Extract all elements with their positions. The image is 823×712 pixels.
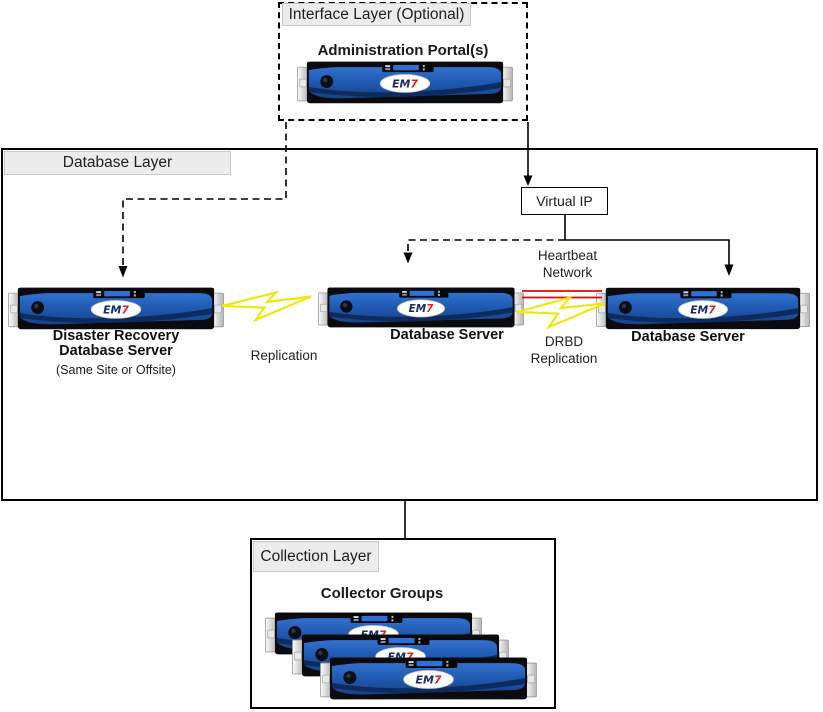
virtual-ip-label: Virtual IP: [536, 193, 593, 209]
collection-layer-label-text: Collection Layer: [260, 547, 372, 565]
dr-server-name-line1: Disaster Recovery: [52, 328, 180, 344]
heartbeat-network-label: Heartbeat Network: [515, 247, 620, 281]
database-layer-label: Database Layer: [4, 151, 231, 175]
collector-appliance-3: [320, 657, 537, 700]
heartbeat-label-line2: Network: [542, 265, 593, 280]
dr-database-server-appliance: [8, 287, 224, 330]
database-layer-label-text: Database Layer: [62, 154, 173, 171]
primary-server-label: Database Server: [390, 327, 504, 343]
admin-portal-appliance: [297, 61, 513, 104]
secondary-server-label: Database Server: [631, 329, 745, 345]
drbd-label-line1: DRBD: [544, 334, 584, 349]
primary-database-server-appliance: [318, 287, 524, 328]
interface-layer-label-text: Interface Layer (Optional): [288, 5, 465, 23]
virtual-ip-box: Virtual IP: [521, 187, 608, 215]
secondary-database-server-appliance: [596, 287, 810, 330]
dr-server-subtitle: (Same Site or Offsite): [56, 363, 176, 377]
collector-groups-title: Collector Groups: [320, 585, 444, 602]
dr-server-label: Disaster Recovery Database Server (Same …: [8, 328, 224, 378]
heartbeat-label-line1: Heartbeat: [537, 248, 598, 263]
dr-server-name-line2: Database Server: [59, 343, 173, 359]
collection-layer-label: Collection Layer: [253, 541, 379, 572]
collection-layer-box: Collection Layer Collector Groups: [250, 538, 556, 709]
administration-portals-title: Administration Portal(s): [317, 42, 489, 59]
interface-layer-box: Interface Layer (Optional) Administratio…: [278, 2, 528, 121]
drbd-replication-label: DRBD Replication: [514, 334, 614, 367]
replication-label: Replication: [250, 348, 318, 363]
interface-layer-label: Interface Layer (Optional): [282, 3, 471, 26]
drbd-label-line2: Replication: [530, 350, 598, 366]
